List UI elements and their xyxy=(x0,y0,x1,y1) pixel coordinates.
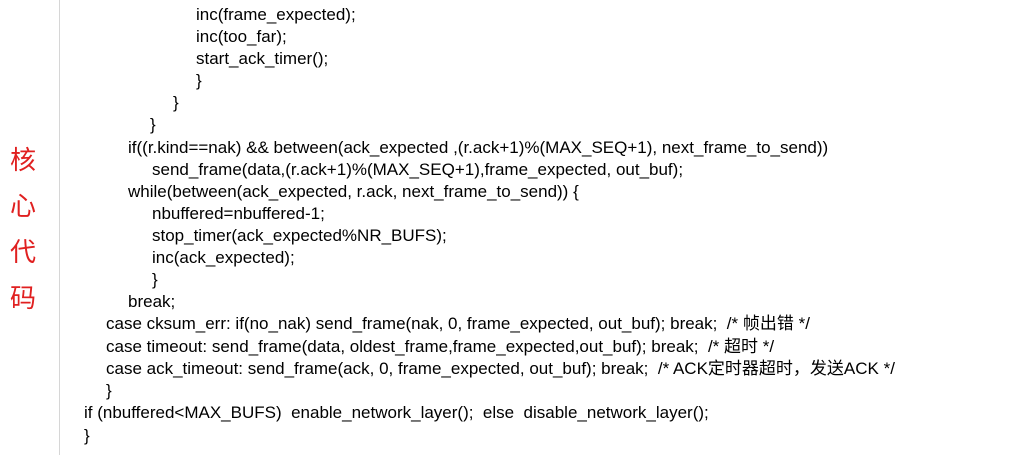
code-line: while(between(ack_expected, r.ack, next_… xyxy=(128,182,579,201)
code-line: case cksum_err: if(no_nak) send_frame(na… xyxy=(106,314,810,333)
code-line: case ack_timeout: send_frame(ack, 0, fra… xyxy=(106,359,895,378)
code-line: if((r.kind==nak) && between(ack_expected… xyxy=(128,138,829,157)
code-line: break; xyxy=(128,292,176,311)
code-line: stop_timer(ack_expected%NR_BUFS); xyxy=(152,226,447,245)
side-title-char: 代 xyxy=(9,238,36,268)
code-line: case timeout: send_frame(data, oldest_fr… xyxy=(106,337,775,356)
code-line: } xyxy=(106,381,112,400)
code-line: inc(frame_expected); xyxy=(196,5,356,24)
code-line: } xyxy=(84,426,90,445)
code-line: } xyxy=(173,93,179,112)
code-line: } xyxy=(196,71,202,90)
vertical-divider xyxy=(59,0,60,455)
side-title: 核 心 代 码 xyxy=(6,138,40,322)
side-title-char: 核 xyxy=(9,146,36,176)
side-title-char: 码 xyxy=(9,284,36,314)
side-title-char: 心 xyxy=(9,192,36,222)
code-line: inc(ack_expected); xyxy=(152,248,295,267)
code-line: start_ack_timer(); xyxy=(196,49,329,68)
code-line: } xyxy=(152,270,158,289)
code-line: nbuffered=nbuffered-1; xyxy=(152,204,325,223)
code-line: send_frame(data,(r.ack+1)%(MAX_SEQ+1),fr… xyxy=(152,160,684,179)
code-line: if (nbuffered<MAX_BUFS) enable_network_l… xyxy=(84,403,709,422)
code-line: inc(too_far); xyxy=(196,27,287,46)
code-line: } xyxy=(150,115,156,134)
